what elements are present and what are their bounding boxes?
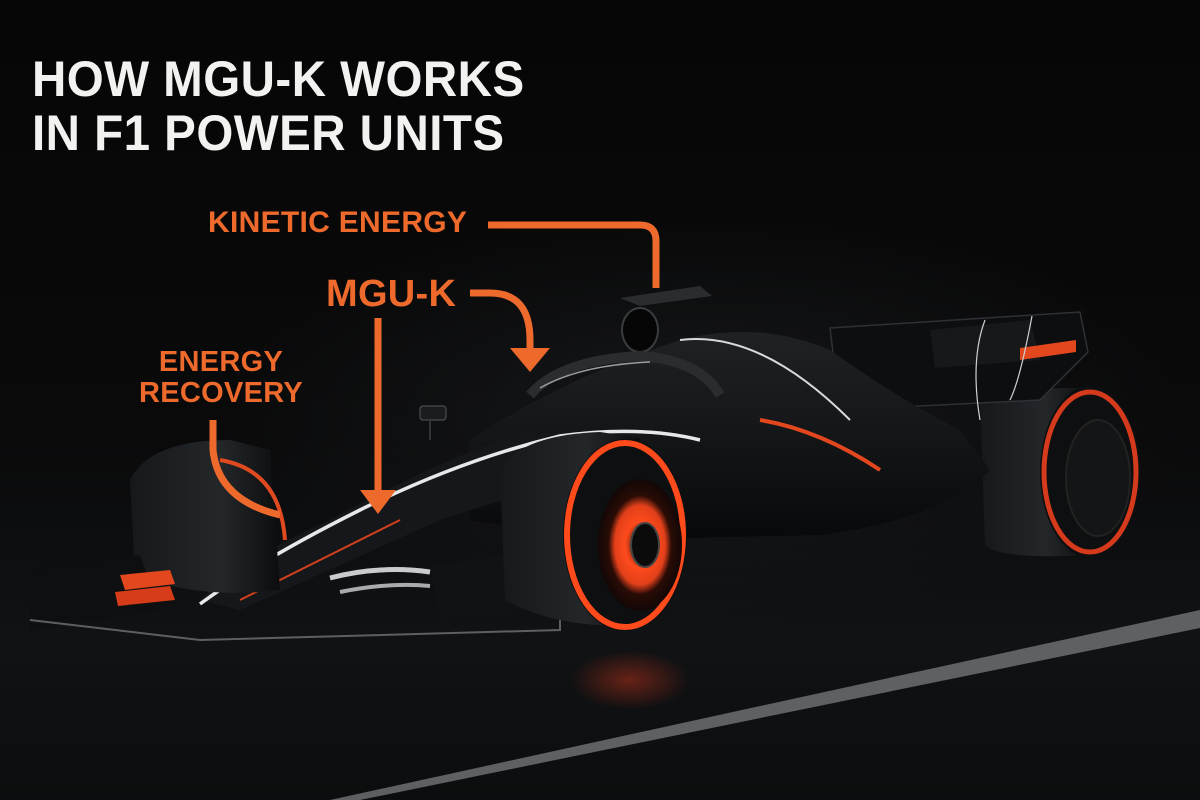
front-right-wheel <box>500 432 687 631</box>
infographic-title: HOW MGU-K WORKS IN F1 POWER UNITS <box>32 52 525 160</box>
kinetic-energy-label: KINETIC ENERGY <box>208 206 468 239</box>
rear-wheel <box>980 386 1140 558</box>
wheel-reflection <box>570 650 690 710</box>
energy-recovery-line-1: ENERGY <box>158 346 284 378</box>
rear-wing <box>829 311 1089 421</box>
energy-recovery-arrow <box>209 420 281 519</box>
energy-recovery-label: ENERGY RECOVERY <box>130 346 312 410</box>
kinetic-energy-arrow <box>488 221 660 288</box>
mgu-k-label: MGU-K <box>326 273 457 315</box>
arrow-heads <box>360 348 550 514</box>
title-line-1: HOW MGU-K WORKS <box>32 51 525 107</box>
mgu-k-curved-arrow <box>470 289 534 350</box>
front-left-wheel <box>130 440 287 593</box>
energy-recovery-line-2: RECOVERY <box>138 377 304 410</box>
annotation-arrows <box>209 221 660 519</box>
track-line <box>330 610 1200 800</box>
title-line-2: IN F1 POWER UNITS <box>32 105 505 161</box>
front-wing <box>29 555 561 642</box>
